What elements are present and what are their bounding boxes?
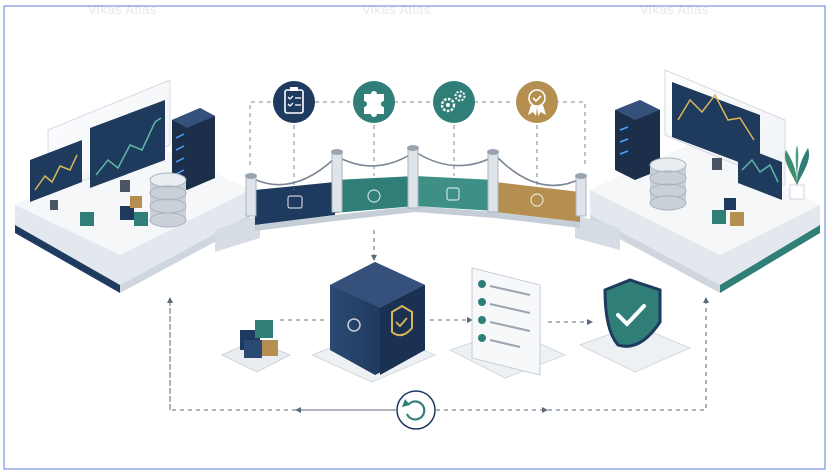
data-cubes bbox=[220, 320, 292, 373]
bridge-segment-teal-2 bbox=[415, 176, 495, 211]
right-platform bbox=[590, 69, 820, 293]
right-database-icon bbox=[649, 157, 687, 211]
left-database-icon bbox=[149, 172, 187, 228]
left-server-rack bbox=[172, 108, 215, 190]
bottom-connectors bbox=[167, 230, 709, 413]
bridge-segment-teal bbox=[335, 176, 415, 213]
left-cubes-icon bbox=[80, 196, 148, 226]
top-connectors bbox=[249, 101, 586, 190]
left-platform bbox=[15, 79, 250, 293]
validation-checklist bbox=[448, 267, 567, 379]
protection-shield bbox=[578, 278, 692, 373]
left-monitor-large bbox=[90, 100, 165, 192]
right-monitor-small bbox=[738, 145, 782, 200]
checklist-icon bbox=[273, 81, 315, 123]
refresh-icon bbox=[396, 390, 436, 430]
bridge bbox=[215, 145, 620, 252]
right-server-rack bbox=[615, 100, 660, 180]
secure-vault bbox=[310, 262, 437, 383]
puzzle-icon bbox=[353, 81, 395, 123]
award-icon bbox=[516, 81, 558, 123]
left-monitor-small bbox=[30, 140, 82, 210]
outer-frame bbox=[3, 5, 826, 470]
right-cubes-icon bbox=[712, 198, 744, 226]
gears-icon bbox=[433, 81, 475, 123]
bridge-segment-navy bbox=[255, 182, 335, 225]
plant-icon bbox=[784, 145, 810, 200]
bridge-segment-gold bbox=[495, 182, 580, 222]
